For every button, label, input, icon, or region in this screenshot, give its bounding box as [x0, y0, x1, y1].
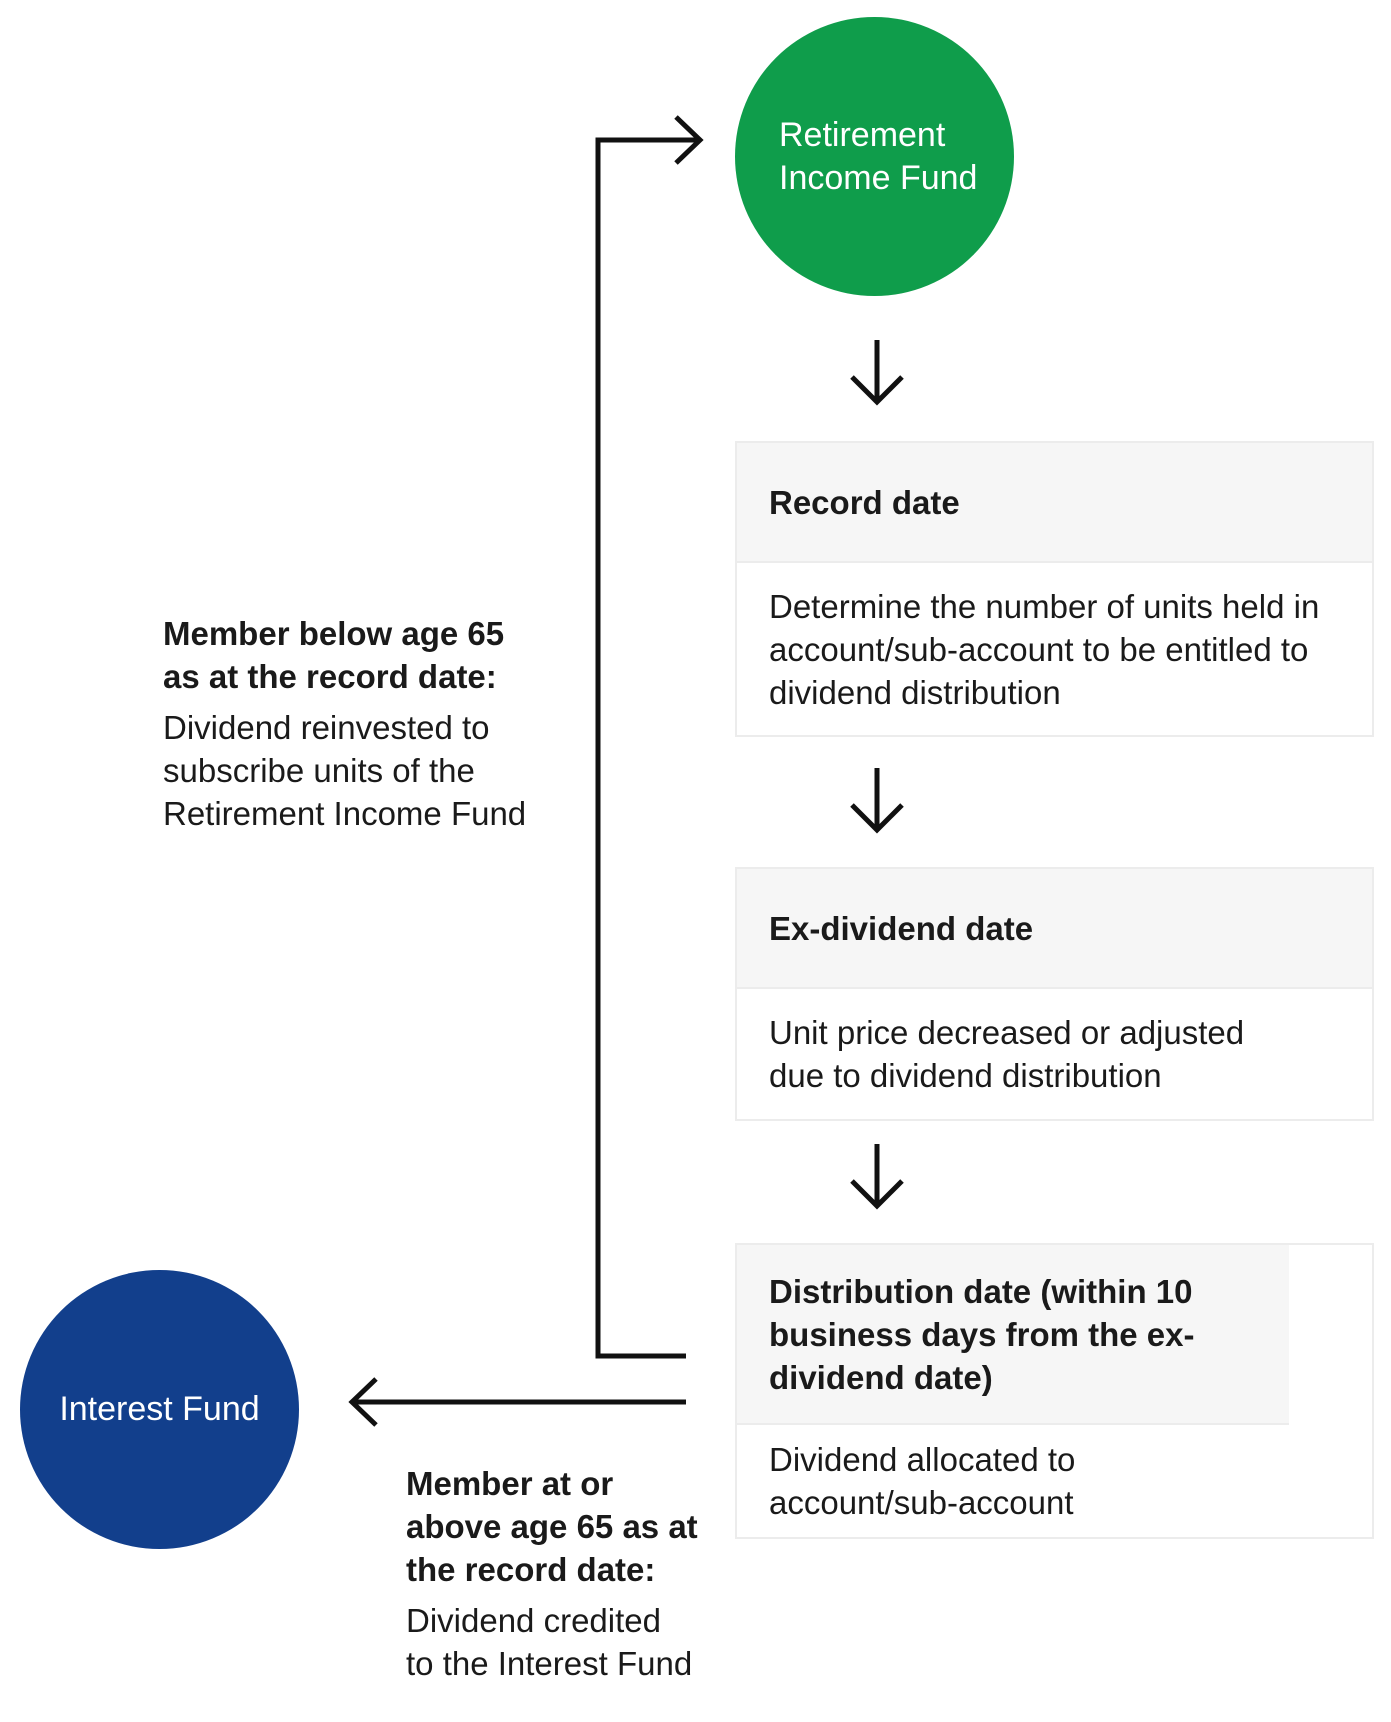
- step-ex-dividend-date: Ex-dividend date Unit price decreased or…: [735, 867, 1374, 1121]
- step-distribution-date: Distribution date (within 10 business da…: [735, 1243, 1374, 1539]
- retirement-income-fund-node: Retirement Income Fund: [735, 17, 1014, 296]
- note-heading: Member at or above age 65 as at the reco…: [406, 1465, 698, 1588]
- step-title: Distribution date (within 10 business da…: [737, 1245, 1289, 1425]
- step-description: Determine the number of units held in ac…: [769, 587, 1320, 711]
- step-title: Ex-dividend date: [737, 869, 1372, 989]
- arrow-down-icon: [850, 1144, 904, 1210]
- arrow-to-retirement-income-fund: [595, 115, 704, 1359]
- note-below-65: Member below age 65 as at the record dat…: [163, 612, 553, 835]
- arrow-to-interest-fund: [348, 1377, 686, 1427]
- retirement-income-fund-label: Retirement Income Fund: [779, 115, 978, 197]
- note-at-or-above-65: Member at or above age 65 as at the reco…: [406, 1462, 706, 1685]
- interest-fund-node: Interest Fund: [20, 1270, 299, 1549]
- step-record-date: Record date Determine the number of unit…: [735, 441, 1374, 737]
- arrow-down-icon: [850, 340, 904, 406]
- note-text: Dividend reinvested to subscribe units o…: [163, 709, 527, 832]
- step-description: Unit price decreased or adjusted due to …: [769, 1014, 1245, 1094]
- note-heading: Member below age 65 as at the record dat…: [163, 615, 505, 695]
- arrow-down-icon: [850, 768, 904, 834]
- step-description: Dividend allocated to account/sub-accoun…: [769, 1441, 1076, 1521]
- interest-fund-label: Interest Fund: [59, 1390, 260, 1428]
- note-text: Dividend credited to the Interest Fund: [406, 1602, 693, 1682]
- step-title: Record date: [737, 443, 1372, 563]
